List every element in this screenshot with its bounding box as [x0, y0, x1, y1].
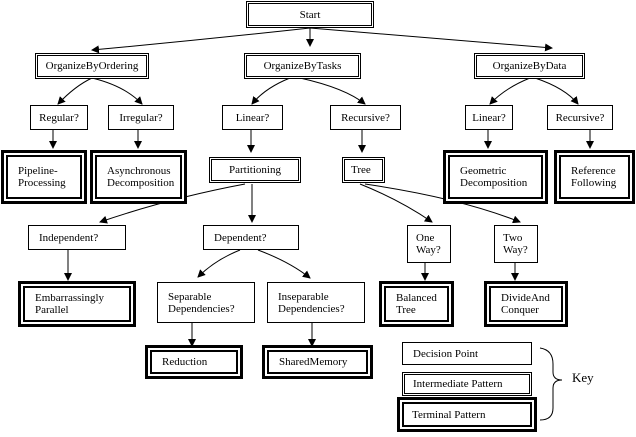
key-intermediate-pattern: Intermediate Pattern: [402, 372, 532, 396]
edge-tree-oneway: [359, 183, 433, 223]
inseparable-dependencies-decision: Inseparable Dependencies?: [267, 282, 365, 323]
edge-tasks-recursive: [299, 77, 366, 105]
edge-dependent-inseparable: [257, 249, 311, 279]
tree-node: Tree: [342, 157, 385, 183]
independent-decision: Independent?: [28, 225, 126, 250]
edge-data-linear: [489, 77, 531, 105]
reduction-terminal: Reduction: [150, 350, 238, 374]
partitioning-node: Partitioning: [209, 157, 301, 183]
one-way-decision: One Way?: [407, 225, 451, 263]
tasks-recursive-decision: Recursive?: [330, 105, 401, 130]
key-terminal-pattern: Terminal Pattern: [402, 402, 532, 427]
reference-following-terminal: Reference Following: [559, 155, 630, 199]
key-decision-point: Decision Point: [402, 342, 532, 365]
organize-by-ordering-node: OrganizeByOrdering: [35, 53, 149, 79]
shared-memory-terminal: SharedMemory: [267, 350, 368, 374]
organize-by-tasks-node: OrganizeByTasks: [244, 53, 361, 79]
key-title: Key: [572, 370, 594, 385]
data-linear-decision: Linear?: [465, 105, 513, 130]
irregular-decision: Irregular?: [108, 105, 174, 130]
edge-start-ordering: [91, 27, 311, 54]
key-brace: [539, 347, 563, 421]
divide-and-conquer-terminal: DivideAnd Conquer: [489, 286, 563, 322]
two-way-decision: Two Way?: [494, 225, 538, 263]
tasks-linear-decision: Linear?: [222, 105, 283, 130]
edge-tree-twoway: [364, 183, 521, 224]
dependent-decision: Dependent?: [203, 225, 299, 250]
balanced-tree-terminal: Balanced Tree: [384, 286, 449, 322]
edge-data-recursive: [534, 77, 579, 105]
asynchronous-decomposition-terminal: Asynchronous Decomposition: [95, 155, 182, 199]
data-recursive-decision: Recursive?: [547, 105, 613, 130]
edge-dependent-separable: [197, 249, 241, 278]
pipeline-processing-terminal: Pipeline- Processing: [6, 155, 82, 199]
edge-partitioning-independent: [99, 183, 246, 224]
start-node: Start: [246, 1, 374, 28]
separable-dependencies-decision: Separable Dependencies?: [157, 282, 255, 323]
edge-start-data: [309, 27, 553, 52]
edge-ordering-irregular: [91, 77, 143, 105]
embarrassingly-parallel-terminal: Embarrassingly Parallel: [23, 286, 131, 322]
edge-ordering-regular: [57, 77, 93, 105]
organize-by-data-node: OrganizeByData: [474, 53, 585, 79]
edge-tasks-linear: [251, 77, 291, 105]
geometric-decomposition-terminal: Geometric Decomposition: [448, 155, 543, 199]
regular-decision: Regular?: [30, 105, 88, 130]
